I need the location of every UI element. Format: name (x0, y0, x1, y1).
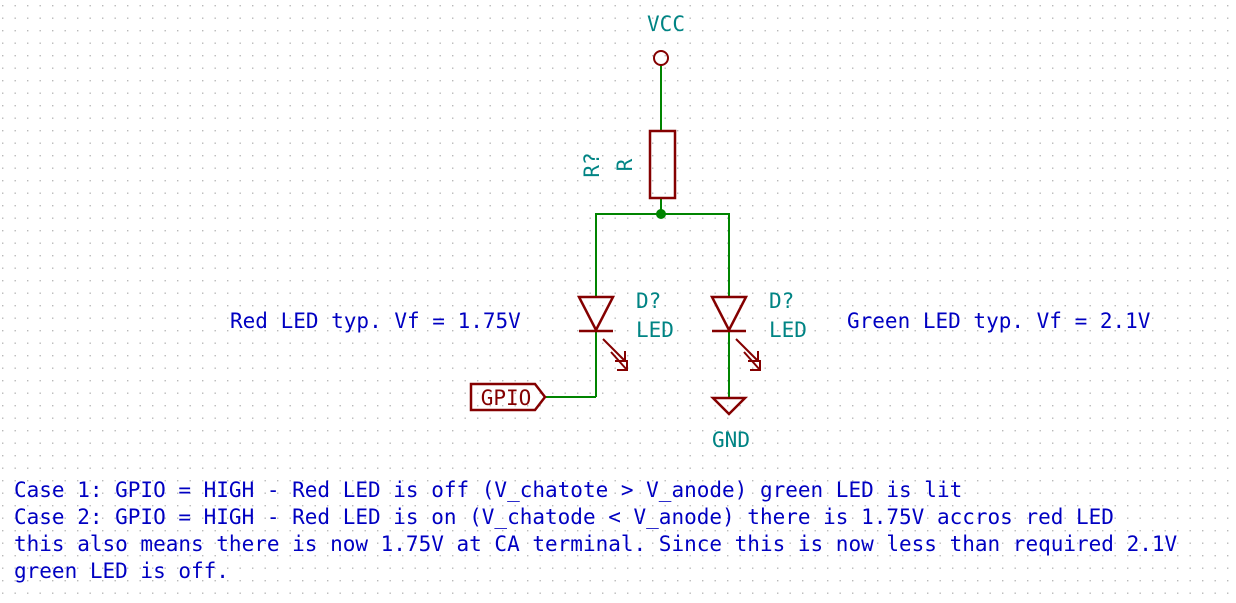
led-red-symbol (576, 295, 628, 371)
gnd-symbol (709, 396, 749, 416)
led-red-ref: D? (636, 289, 661, 313)
led-green-symbol (709, 295, 761, 371)
led-green-light-arrows (735, 338, 761, 371)
led-green-value: LED (769, 318, 807, 342)
note-line-2: Case 2: GPIO = HIGH - Red LED is on (V_c… (14, 505, 1114, 529)
resistor-labels: R? R (580, 152, 637, 177)
vcc-terminal (653, 50, 669, 66)
vcc-symbol (653, 50, 669, 66)
led-green-ref: D? (769, 289, 794, 313)
led-red-triangle (576, 295, 616, 333)
gnd-label: GND (712, 428, 750, 452)
note-line-4: green LED is off. (14, 559, 229, 583)
red-led-note: Red LED typ. Vf = 1.75V (230, 309, 521, 333)
led-red-value: LED (636, 318, 674, 342)
wires (545, 65, 730, 398)
junction-dot (656, 209, 666, 219)
note-line-3: this also means there is now 1.75V at CA… (14, 532, 1178, 556)
resistor-ref: R? (580, 152, 604, 177)
wire-junction-to-red-led (595, 213, 661, 296)
resistor-value: R (613, 158, 637, 171)
note-line-1: Case 1: GPIO = HIGH - Red LED is off (V_… (14, 478, 962, 502)
vcc-label: VCC (647, 12, 685, 36)
wire-junction-to-green-led (661, 213, 730, 296)
explanation-notes: Case 1: GPIO = HIGH - Red LED is off (V_… (14, 478, 1178, 583)
led-green-triangle (709, 295, 749, 333)
gpio-label-box (469, 382, 547, 412)
gpio-label-text: GPIO (481, 386, 532, 410)
resistor-body (648, 129, 677, 200)
green-led-note: Green LED typ. Vf = 2.1V (847, 309, 1151, 333)
led-red-light-arrows (602, 338, 628, 371)
